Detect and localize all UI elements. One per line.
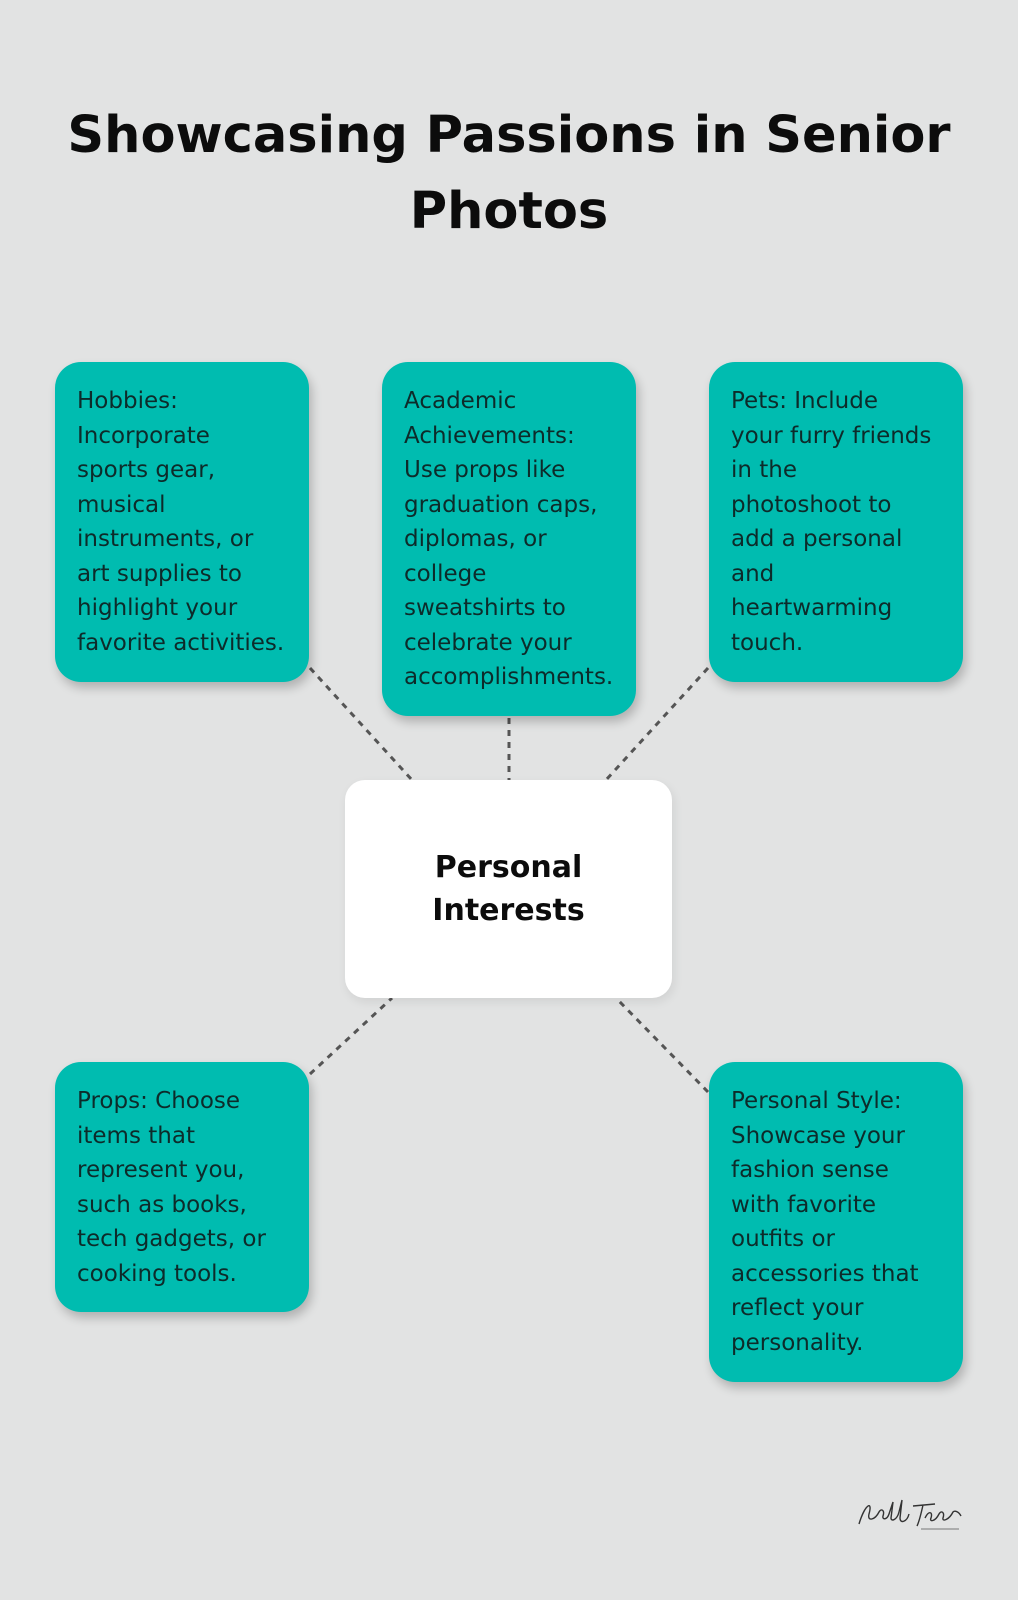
page-title: Showcasing Passions in Senior Photos <box>67 106 951 241</box>
connector-pets <box>604 666 710 782</box>
card-hobbies: Hobbies: Incorporate sports gear, musica… <box>55 362 309 682</box>
card-props: Props: Choose items that represent you, … <box>55 1062 309 1312</box>
center-label: Personal Interests <box>432 850 585 928</box>
connector-props <box>308 996 394 1076</box>
brand-signature-logo <box>858 1499 962 1530</box>
center-node: Personal Interests <box>345 780 672 998</box>
connector-hobbies <box>308 666 414 782</box>
card-pets: Pets: Include your furry friends in the … <box>709 362 963 682</box>
connector-style <box>614 996 710 1094</box>
card-academic-achievements: Academic Achievements: Use props like gr… <box>382 362 636 716</box>
card-personal-style: Personal Style: Showcase your fashion se… <box>709 1062 963 1382</box>
